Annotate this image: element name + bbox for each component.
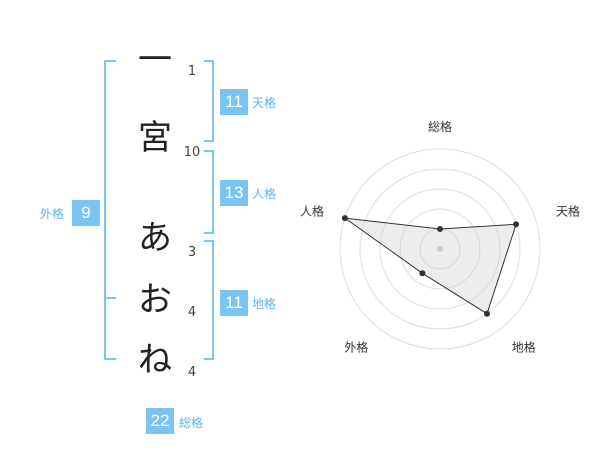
name-char-5: ね [138, 340, 172, 380]
name-char-3: あ [138, 218, 172, 258]
tenkaku-bracket [204, 60, 214, 142]
jinkaku-score: 13 [220, 180, 248, 206]
radar-ring [359, 168, 521, 330]
radar-point [437, 226, 443, 232]
tenkaku-score: 11 [220, 89, 248, 115]
stroke-count-4: 4 [187, 305, 197, 320]
radar-axis-label: 人格 [300, 203, 324, 218]
jinkaku-label: 人格 [252, 187, 277, 201]
stroke-count-5: 4 [187, 365, 197, 380]
radar-center [437, 246, 443, 252]
radar-point [419, 270, 426, 277]
radar-axis-label: 外格 [344, 340, 368, 355]
soukaku-label: 総格 [179, 416, 204, 430]
stroke-count-3: 3 [187, 245, 197, 260]
radar-point [341, 215, 348, 222]
chikaku-score: 11 [220, 290, 248, 316]
chikaku-label: 地格 [252, 297, 277, 311]
stroke-count-2: 10 [183, 145, 201, 160]
radar-ring [339, 148, 541, 350]
jinkaku-bracket [204, 150, 214, 234]
gaikaku-label: 外格 [40, 207, 65, 221]
radar-axis-label: 総格 [428, 119, 452, 134]
name-char-1: 一 [138, 40, 172, 80]
radar-point [484, 310, 491, 317]
radar-axis-label: 天格 [556, 203, 580, 218]
radar-ring [399, 208, 481, 290]
stroke-count-1: 1 [187, 64, 197, 79]
radar-polygon [344, 217, 517, 315]
radar-axis-label: 地格 [512, 340, 536, 355]
gaikaku-score: 9 [72, 200, 100, 226]
gaikaku-bracket-tick [106, 297, 116, 299]
chikaku-bracket [204, 240, 214, 360]
radar-ring [379, 188, 501, 310]
gaikaku-bracket [104, 60, 116, 360]
radar-point [513, 221, 520, 228]
tenkaku-label: 天格 [252, 96, 277, 110]
name-char-4: お [138, 280, 172, 320]
name-char-2: 宮 [138, 118, 172, 158]
soukaku-score: 22 [146, 408, 174, 434]
